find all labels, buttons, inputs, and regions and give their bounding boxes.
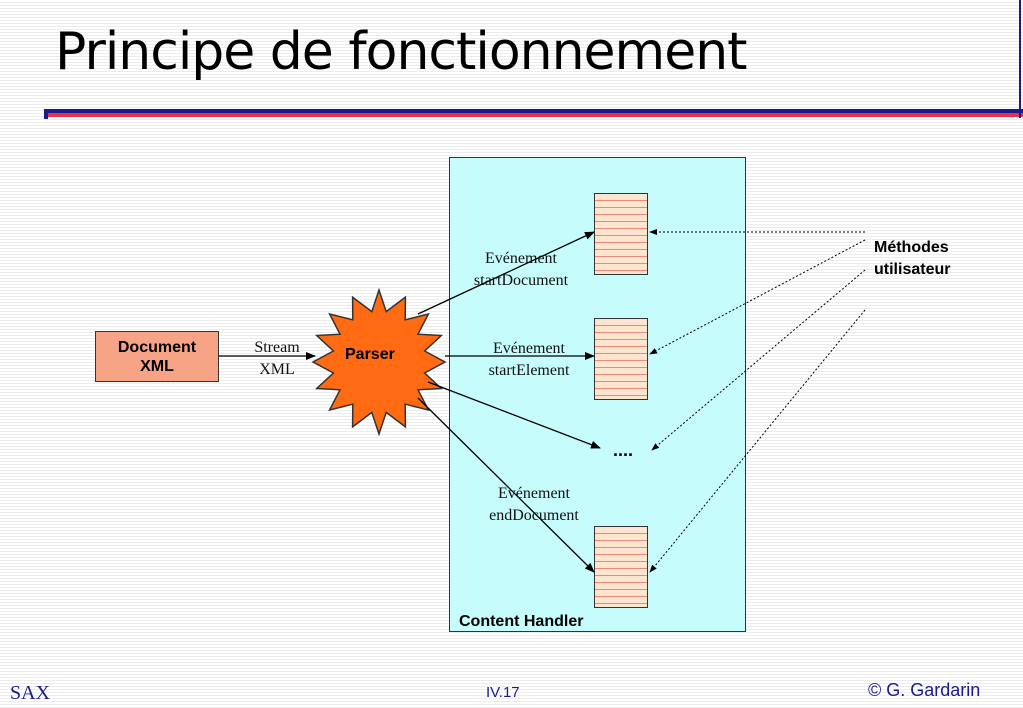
event-label-end-document: Evénement endDocument	[469, 483, 599, 527]
slide-edge-line	[1019, 0, 1021, 118]
event-label-start-document: Evénement startDocument	[456, 248, 586, 292]
stream-label-line1: Stream	[254, 339, 300, 356]
user-methods-label: Méthodes utilisateur	[874, 237, 950, 281]
method-box-start-element	[594, 318, 648, 400]
document-label-line1: Document	[117, 338, 197, 356]
event-end-document-line1: Evénement	[498, 485, 570, 502]
user-methods-line1: Méthodes	[874, 239, 949, 256]
event-label-start-element: Evénement startElement	[464, 338, 594, 382]
more-events-ellipsis: ....	[613, 440, 634, 460]
event-start-element-line1: Evénement	[493, 340, 565, 357]
arrow-end-document	[417, 397, 595, 573]
title-rule-red	[47, 113, 1023, 117]
slide-title: Principe de fonctionnement	[55, 22, 748, 82]
arrow-start-document	[417, 231, 595, 315]
document-xml-box: Document XML	[95, 331, 219, 382]
parser-label: Parser	[345, 346, 395, 363]
event-end-document-line2: endDocument	[489, 507, 579, 524]
event-start-document-line2: startDocument	[473, 272, 569, 289]
stream-label: Stream XML	[246, 337, 308, 381]
footer-copyright: © G. Gardarin	[868, 680, 981, 700]
event-start-element-line2: startElement	[488, 362, 570, 379]
footer-page-number: IV.17	[486, 684, 520, 701]
dotted-arrow-end-document	[649, 309, 866, 573]
footer-section: SAX	[10, 682, 51, 704]
title-rule-blue	[44, 109, 1023, 114]
parser-starburst	[311, 287, 447, 437]
document-label-line2: XML	[140, 357, 174, 375]
method-box-start-document	[594, 193, 648, 275]
dotted-arrow-start-element	[649, 239, 866, 355]
arrow-more-events	[427, 381, 601, 449]
dotted-arrow-more-events	[651, 269, 866, 451]
stream-label-line2: XML	[259, 361, 295, 378]
content-handler-label: Content Handler	[459, 613, 584, 630]
title-rule-tick	[44, 109, 48, 119]
event-start-document-line1: Evénement	[485, 250, 557, 267]
user-methods-line2: utilisateur	[874, 261, 951, 278]
